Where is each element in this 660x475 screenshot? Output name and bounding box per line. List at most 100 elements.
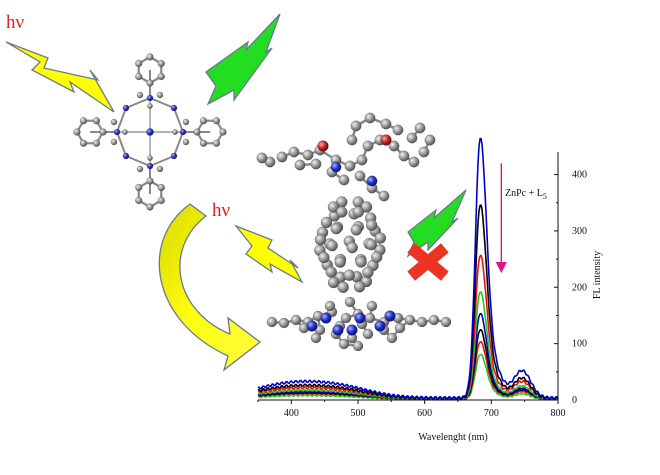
carbon-atom [340,312,352,324]
carbon-atom [157,196,165,205]
carbon-atom [350,224,362,236]
nitrogen-atom [366,175,378,187]
x-tick-label: 600 [417,408,432,419]
carbon-atom [146,53,154,61]
carbon-atom [146,177,154,185]
nitrogen-atom [332,324,344,336]
carbon-atom [135,196,143,205]
carbon-atom [334,256,346,268]
hv-label-top: hν [6,12,25,33]
carbon-atom [135,72,143,81]
carbon-atom [344,160,356,172]
y-tick-label: 100 [572,339,587,350]
red-cross-icon [407,243,449,281]
carbon-atom [157,72,165,81]
carbon-atom [354,170,366,182]
nitrogen-atom [146,162,154,170]
carbon-atom [182,118,190,126]
carbon-atom [398,150,410,162]
green-lightning-bolt-top [205,13,281,106]
nitrogen-atom [179,128,187,136]
carbon-atom [110,138,118,146]
carbon-atom [404,314,416,326]
spectra-series [257,137,559,401]
yellow-lightning-bolt-top [5,41,115,113]
carbon-atom [378,190,390,202]
bond [116,131,127,157]
carbon-atom [386,332,398,344]
zinc-phthalocyanine-fullerene-complex [256,112,452,352]
carbon-atom [318,251,330,264]
carbon-atom [314,233,327,246]
carbon-atom [365,239,377,251]
quenching-annotation: ZnPc + L5 [495,163,547,274]
x-axis-title: Wavelenght (nm) [418,432,487,443]
x-tick-label: 400 [284,408,299,419]
carbon-atom [302,149,314,161]
carbon-atom [199,139,208,147]
carbon-atom [193,128,201,136]
carbon-atom [79,117,88,125]
carbon-atom [146,203,154,211]
carbon-atom [79,139,88,147]
carbon-atom [326,240,338,252]
carbon-atom [362,266,374,278]
carbon-atom [73,128,81,136]
nitrogen-atom [330,161,342,173]
annotation-label: ZnPc + L5 [505,188,547,201]
carbon-atom [408,156,420,168]
bond [173,131,184,157]
carbon-atom [212,117,221,125]
carbon-atom [337,281,349,293]
nitrogen-atom [374,320,386,332]
spectrum-line [257,137,559,400]
bond [116,107,127,133]
y-tick-label: 400 [572,170,587,181]
carbon-atom [122,129,128,135]
carbon-atom [99,128,107,136]
carbon-atom [256,152,268,164]
carbon-atom [428,314,440,326]
nitrogen-atom [170,152,178,160]
carbon-atom [327,201,340,213]
carbon-atom [172,129,178,135]
carbon-atom [338,338,350,350]
x-tick-label: 500 [351,408,366,419]
curved-yellow-arrow [158,203,262,372]
carbon-atom [352,340,364,352]
nitrogen-atom [122,152,130,160]
carbon-atom [352,206,364,218]
y-axis-title: FL intensity [592,251,603,299]
y-tick-label: 300 [572,226,587,237]
carbon-atom [212,139,221,147]
spectrum-line [257,204,559,401]
carbon-atom [219,128,227,136]
bond [125,97,151,109]
phthalocyanine-molecule [73,53,227,211]
carbon-atom [330,223,342,235]
carbon-atom [199,117,208,125]
carbon-atom [416,316,428,328]
carbon-atom [394,322,406,334]
carbon-atom [182,138,190,146]
oxygen-atom [317,140,329,152]
carbon-atom [414,122,426,134]
nitrogen-atom [346,324,358,336]
carbon-atom [346,134,358,146]
carbon-atom [365,219,378,231]
carbon-atom [110,118,118,126]
carbon-atom [424,134,436,146]
carbon-atom [356,154,368,166]
nitrogen-atom [320,312,332,324]
nitrogen-atom [122,104,130,112]
carbon-atom [92,117,101,125]
carbon-atom [310,332,322,344]
x-tick-label: 700 [484,408,499,419]
carbon-atom [325,266,337,278]
carbon-atom [362,140,374,152]
x-tick-label: 800 [551,408,566,419]
y-tick-label: 0 [572,395,577,406]
nitrogen-atom [113,128,121,136]
carbon-atom [343,269,355,281]
carbon-atom [350,120,362,132]
